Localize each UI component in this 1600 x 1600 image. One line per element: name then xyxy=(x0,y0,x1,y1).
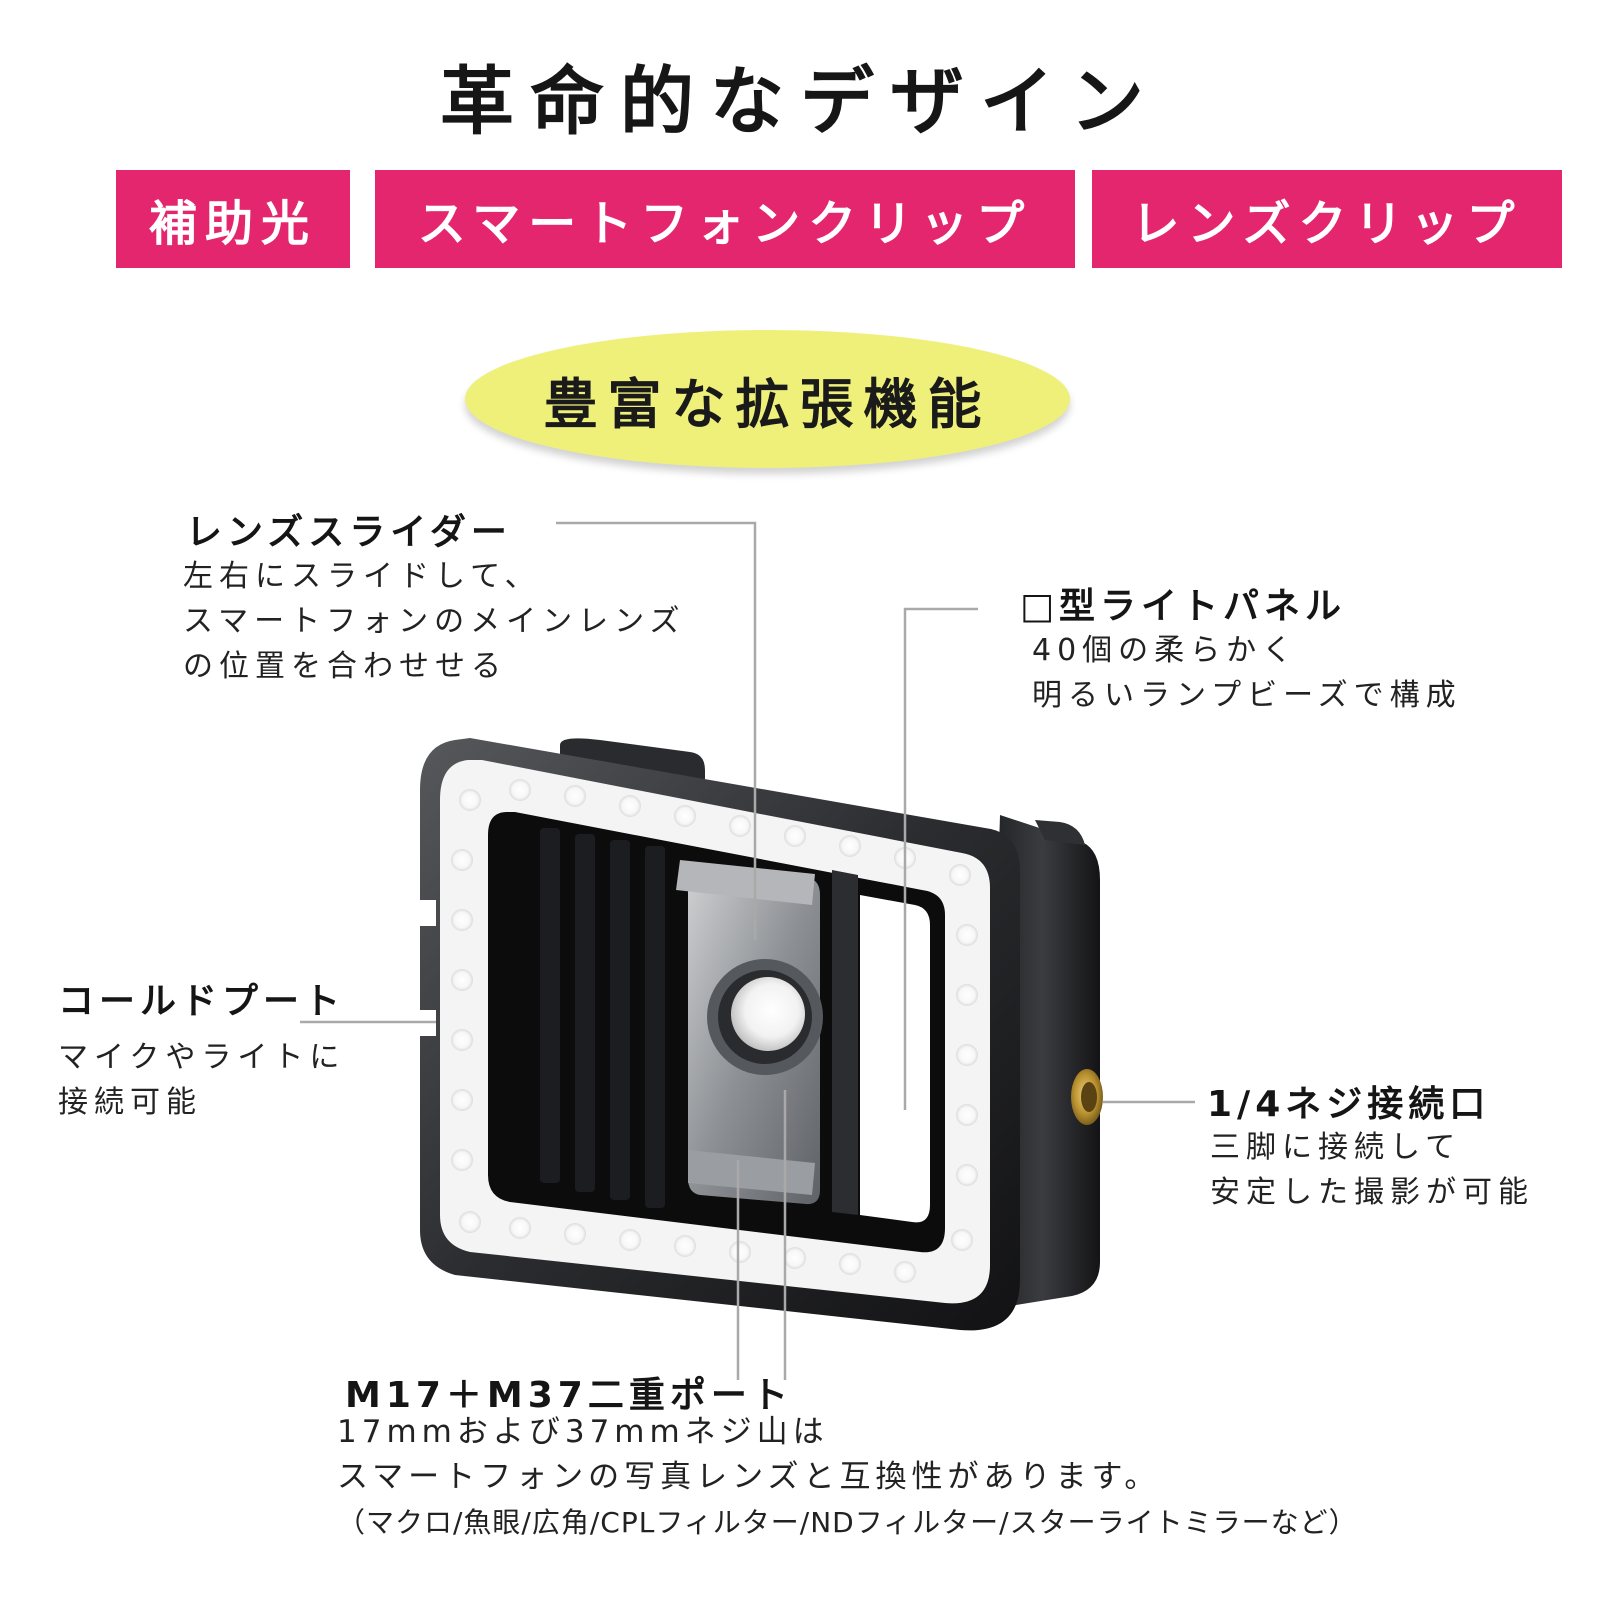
lens-slider-line: の位置を合わせせる xyxy=(183,649,507,684)
light-panel-line: 40個の柔らかく xyxy=(1032,633,1299,668)
lens-slider-line: 左右にスライドして、 xyxy=(183,559,541,594)
cold-shoe-notch-top xyxy=(420,900,436,926)
dual-port-line: 17mmおよび37mmネジ山は xyxy=(337,1414,829,1450)
dual-port-line: （マクロ/魚眼/広角/CPLフィルター/NDフィルター/スターライトミラーなど） xyxy=(337,1506,1358,1539)
screw-mount-line: 三脚に接続して xyxy=(1210,1130,1462,1165)
lens-glass xyxy=(731,977,805,1051)
cold-shoe-description: マイクやライトに 接続可能 xyxy=(58,1035,345,1125)
dual-port-heading: M17＋M37二重ポート xyxy=(345,1375,793,1416)
leader-lines xyxy=(300,521,1195,1380)
lens-slider-line: スマートフォンのメインレンズ xyxy=(183,604,686,639)
right-clip-tab xyxy=(1035,820,1085,845)
screw-mount-description: 三脚に接続して 安定した撮影が可能 xyxy=(1210,1125,1534,1215)
screw-mount-inner xyxy=(1081,1082,1097,1112)
lens-slider-description: 左右にスライドして、 スマートフォンのメインレンズ の位置を合わせせる xyxy=(183,554,686,689)
lens-plate-top-tab xyxy=(676,860,815,905)
leader-light-panel xyxy=(903,607,978,1110)
lens-plate-bottom-tab xyxy=(688,1150,815,1195)
inner-ridges xyxy=(540,828,665,1208)
tag-smartphone-clip: スマートフォンクリップ xyxy=(375,170,1075,268)
screw-mount-heading: 1/4ネジ接続口 xyxy=(1207,1084,1491,1125)
screw-mount-line: 安定した撮影が可能 xyxy=(1210,1175,1534,1210)
lens-slider-bar xyxy=(832,870,858,1215)
light-panel-heading: □型ライトパネル xyxy=(1020,586,1347,627)
lens-slider-heading: レンズスライダー xyxy=(186,512,512,553)
cold-shoe-line: 接続可能 xyxy=(58,1085,202,1120)
light-panel-line: 明るいランプビーズで構成 xyxy=(1032,678,1462,713)
subtitle-badge: 豊富な拡張機能 xyxy=(465,330,1070,468)
cold-shoe-line: マイクやライトに xyxy=(58,1040,346,1075)
cold-shoe-heading: コールドプート xyxy=(58,981,346,1022)
tag-fill-light: 補助光 xyxy=(116,170,350,268)
leader-lens-slider xyxy=(556,521,757,940)
page-title: 革命的なデザイン xyxy=(440,59,1160,145)
dual-port-line: スマートフォンの写真レンズと互換性があります。 xyxy=(337,1459,1161,1495)
led-beads xyxy=(451,779,978,1283)
dual-port-description: 17mmおよび37mmネジ山は スマートフォンの写真レンズと互換性があります。 … xyxy=(337,1410,1358,1545)
tag-lens-clip: レンズクリップ xyxy=(1092,170,1562,268)
right-window xyxy=(860,895,930,1223)
light-panel-description: 40個の柔らかく 明るいランプビーズで構成 xyxy=(1032,628,1462,718)
